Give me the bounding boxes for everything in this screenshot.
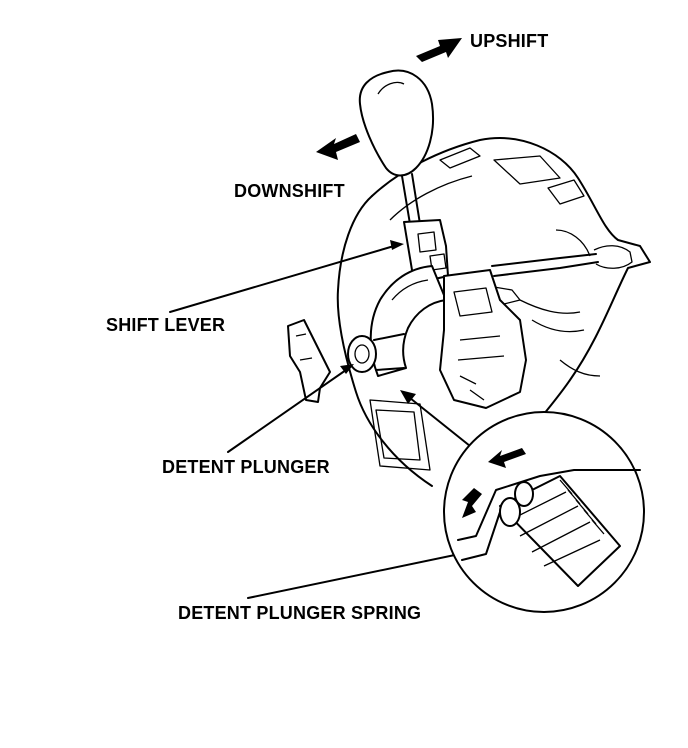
upshift-arrow xyxy=(416,38,462,62)
shift-lever-assembly xyxy=(347,69,527,409)
detent-detail-magnifier xyxy=(443,411,645,613)
upshift-label: UPSHIFT xyxy=(470,31,549,51)
detent-plunger-spring-label: DETENT PLUNGER SPRING xyxy=(178,603,422,623)
detent-plunger-leader xyxy=(227,369,347,453)
shift-knob xyxy=(358,69,434,177)
downshift-arrow xyxy=(316,134,360,160)
downshift-label: DOWNSHIFT xyxy=(234,181,345,201)
magnifier-pointer xyxy=(409,397,471,447)
shift-lever-label: SHIFT LEVER xyxy=(106,315,226,335)
transmission-housing xyxy=(287,137,651,487)
shift-lever-leader xyxy=(169,245,395,313)
detent-plunger-label: DETENT PLUNGER xyxy=(162,457,330,477)
